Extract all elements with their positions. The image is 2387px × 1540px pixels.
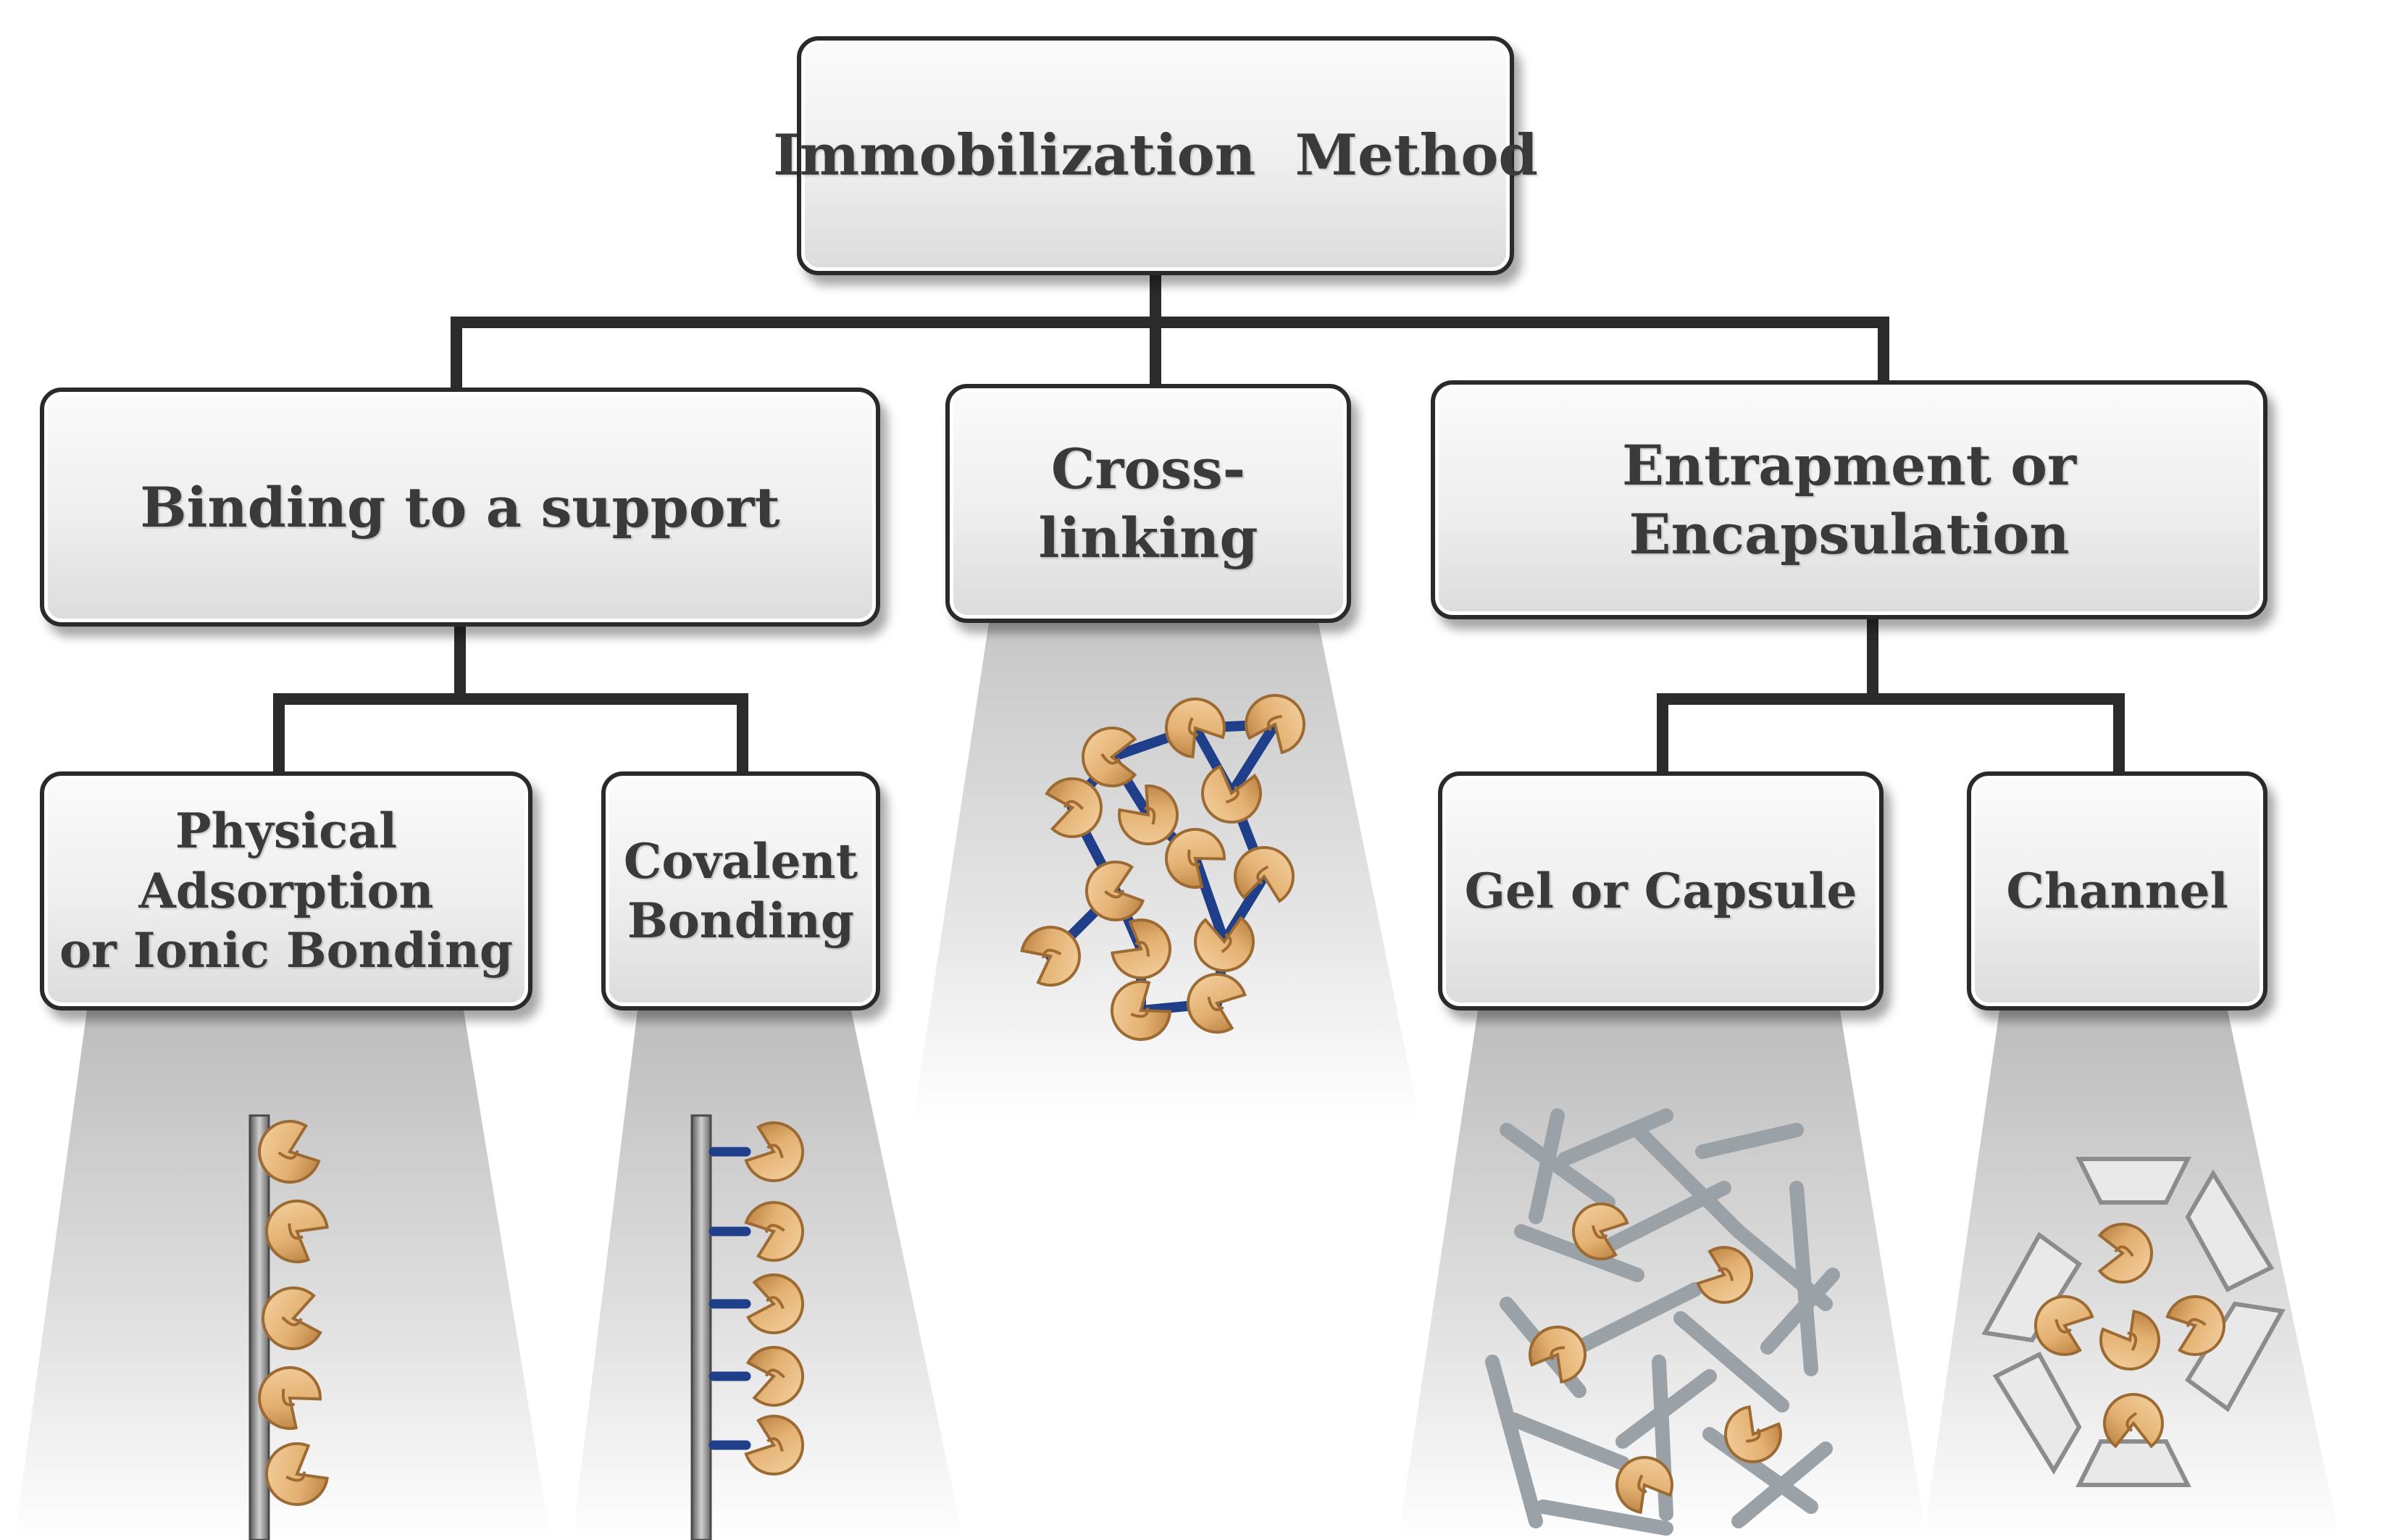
gel-capsule-illustration xyxy=(1485,1108,1840,1536)
category-node-binding: Binding to a support xyxy=(40,388,880,627)
category-label: Entrapment or Encapsulation xyxy=(1621,433,2077,566)
enzyme-icon xyxy=(2165,1295,2226,1356)
gel-fiber xyxy=(1558,1108,1673,1166)
enzyme-icon xyxy=(2103,1392,2164,1449)
channel-hexagon-walls xyxy=(1981,1157,2286,1487)
gel-fiber xyxy=(1630,1123,1746,1239)
gel-fiber xyxy=(1485,1355,1543,1528)
enzyme-icon xyxy=(1194,916,1255,972)
gel-fiber xyxy=(1529,1108,1565,1224)
enzyme-icon xyxy=(1085,861,1145,921)
enzyme-icon xyxy=(1234,845,1295,903)
enzyme-icon xyxy=(258,1366,322,1430)
enzyme-icon xyxy=(1724,1405,1782,1463)
subtype-node-covalent-bonding: Covalent Bonding xyxy=(601,771,880,1010)
enzyme-icon xyxy=(2033,1295,2094,1356)
subtype-label-line1: Physical Adsorption xyxy=(138,803,434,919)
subtype-label: Channel xyxy=(2006,862,2228,919)
enzyme-icon xyxy=(265,1200,329,1264)
support-surface xyxy=(690,1114,712,1540)
subtype-label: Gel or Capsule xyxy=(1464,862,1857,919)
gel-fiber xyxy=(1601,1181,1731,1253)
enzyme-icon xyxy=(1118,784,1179,845)
subtype-node-physical-adsorption: Physical Adsorption or Ionic Bonding xyxy=(40,771,532,1010)
enzyme-icon xyxy=(1696,1246,1754,1304)
beam-crosslinking xyxy=(913,623,1420,1123)
root-label: Immobilization Method xyxy=(773,122,1538,189)
gel-fiber xyxy=(1731,1441,1833,1528)
channel-illustration xyxy=(1981,1157,2286,1487)
enzyme-icon xyxy=(1571,1202,1629,1260)
category-label: Cross-linking xyxy=(1038,437,1258,570)
enzyme-icon xyxy=(1529,1326,1587,1384)
gel-fiber xyxy=(1536,1499,1673,1536)
enzyme-icon xyxy=(1615,1456,1673,1514)
category-node-entrapment: Entrapment or Encapsulation xyxy=(1431,380,2267,619)
enzyme-icon xyxy=(2099,1310,2161,1371)
enzyme-icon xyxy=(1110,980,1172,1042)
physical-adsorption-illustration xyxy=(248,1114,329,1540)
enzyme-icon xyxy=(744,1201,805,1262)
enzyme-icon xyxy=(2097,1223,2154,1284)
subtype-node-gel-or-capsule: Gel or Capsule xyxy=(1438,771,1884,1010)
enzyme-icon xyxy=(744,1121,805,1182)
enzyme-icon xyxy=(1200,764,1262,824)
subtype-label-line2: or Ionic Bonding xyxy=(59,922,514,979)
enzyme-icon xyxy=(265,1441,329,1506)
crosslinking-illustration xyxy=(1020,693,1306,1042)
enzyme-icon xyxy=(262,1286,322,1350)
enzyme-icon xyxy=(1164,827,1226,889)
beam-physical xyxy=(14,1010,551,1540)
gel-fiber xyxy=(1500,1123,1615,1210)
enzyme-icon xyxy=(1081,727,1137,787)
category-label: Binding to a support xyxy=(140,474,780,540)
enzyme-icon xyxy=(1245,693,1306,755)
gel-fiber xyxy=(1514,1224,1644,1282)
enzyme-icon xyxy=(1045,777,1103,838)
subtype-label-line1: Covalent xyxy=(623,832,858,890)
gel-fiber xyxy=(1507,1413,1630,1470)
enzyme-icon xyxy=(1165,698,1226,758)
enzyme-icon xyxy=(1020,926,1081,987)
gel-fiber xyxy=(1702,1427,1818,1514)
gel-fiber xyxy=(1789,1181,1818,1376)
enzyme-icon xyxy=(745,1346,805,1407)
enzyme-icon xyxy=(258,1120,321,1184)
enzyme-icon xyxy=(745,1273,805,1334)
enzyme-icon xyxy=(744,1415,805,1476)
gel-fiber xyxy=(1695,1123,1804,1159)
category-node-crosslinking: Cross-linking xyxy=(945,384,1351,623)
covalent-bonding-illustration xyxy=(690,1114,805,1540)
light-beams xyxy=(14,623,2340,1540)
subtype-node-channel: Channel xyxy=(1967,771,2267,1010)
enzyme-icon xyxy=(1186,973,1247,1034)
root-node-immobilization-method: Immobilization Method xyxy=(773,36,1538,275)
gel-fiber xyxy=(1572,1282,1702,1355)
gel-fiber xyxy=(1673,1311,1789,1413)
tree-connectors xyxy=(273,269,2125,777)
enzyme-icon xyxy=(1111,918,1172,980)
subtype-label-line2: Bonding xyxy=(627,892,855,949)
linker xyxy=(1226,719,1280,798)
linker xyxy=(1190,853,1229,947)
